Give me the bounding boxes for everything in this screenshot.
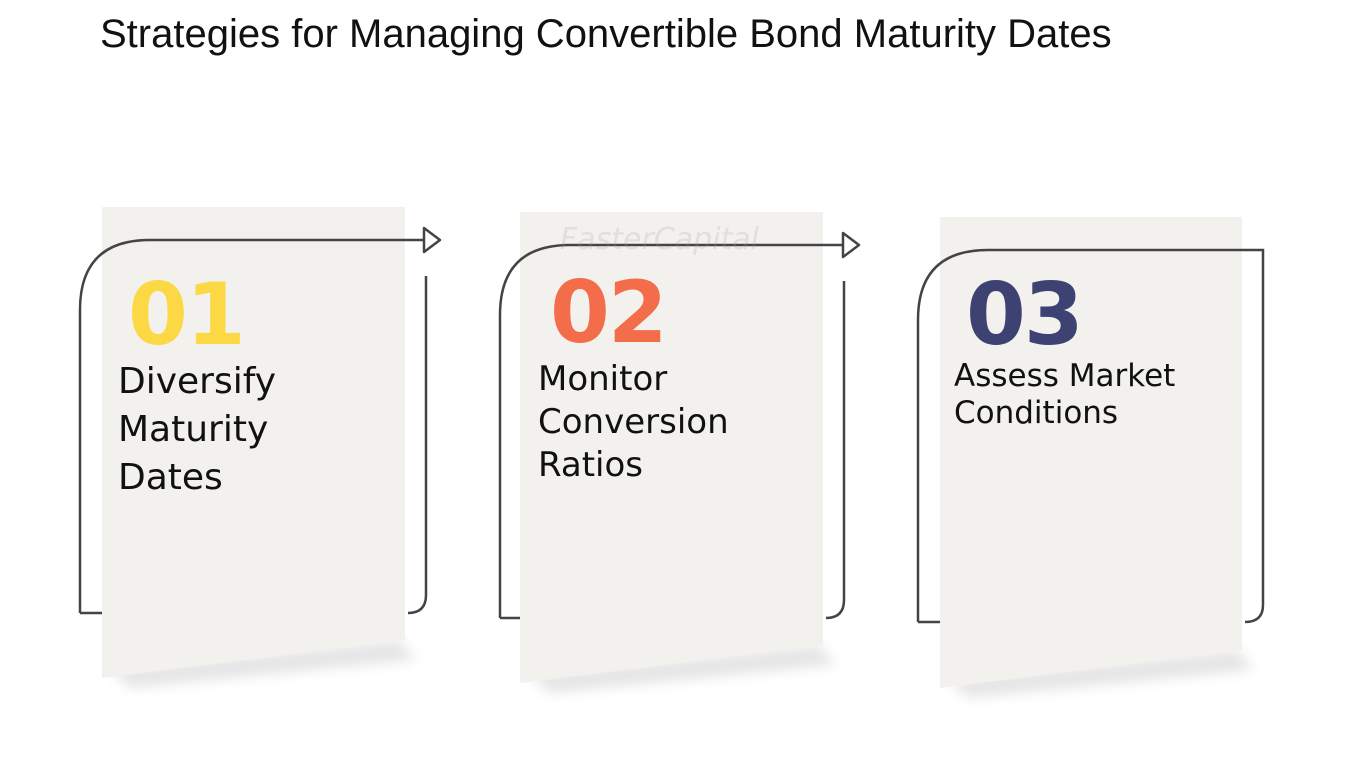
card-right-bracket — [825, 281, 846, 620]
card-right-bracket — [407, 276, 428, 615]
card-connector-line — [498, 243, 844, 618]
card-connector-line — [916, 248, 1265, 624]
step-label-2: Monitor Conversion Ratios — [538, 359, 729, 485]
watermark: FasterCapital — [560, 222, 760, 257]
card-connector-line — [78, 238, 425, 613]
card-shadow — [530, 645, 835, 693]
arrow-head — [422, 226, 442, 254]
step-number-3: 03 — [966, 265, 1084, 365]
step-label-1: Diversify Maturity Dates — [118, 361, 277, 498]
arrow-head — [841, 231, 861, 259]
page-title: Strategies for Managing Convertible Bond… — [100, 12, 1112, 56]
step-card-3 — [916, 217, 1265, 698]
step-card-2 — [498, 212, 861, 693]
step-card-1 — [78, 207, 442, 688]
card-panel — [102, 207, 405, 678]
card-panel — [940, 217, 1242, 688]
step-label-3: Assess Market Conditions — [954, 358, 1176, 431]
step-number-2: 02 — [550, 263, 668, 363]
card-panel — [520, 212, 823, 683]
card-shadow — [948, 650, 1253, 698]
step-number-1: 01 — [128, 265, 246, 365]
card-shadow — [110, 640, 415, 688]
